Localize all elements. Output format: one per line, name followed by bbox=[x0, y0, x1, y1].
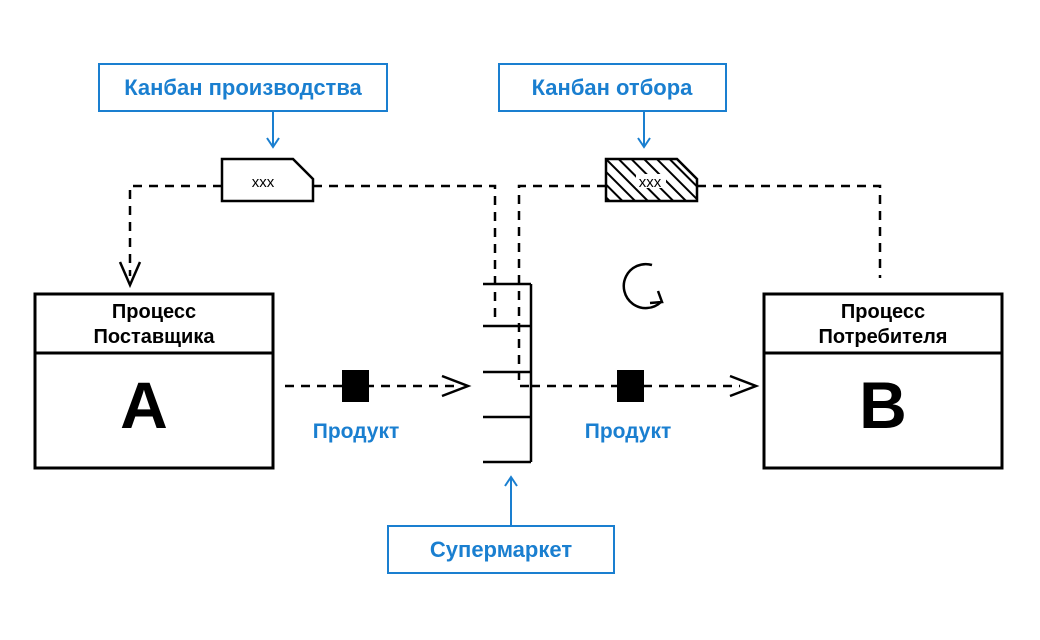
product-flow-left bbox=[285, 370, 472, 402]
supplier-letter: A bbox=[120, 368, 168, 442]
supplier-title-line2: Поставщика bbox=[94, 326, 216, 348]
production-kanban-text: Канбан производства bbox=[124, 75, 362, 100]
production-label-arrow bbox=[266, 112, 280, 149]
production-kanban-loop bbox=[128, 184, 497, 323]
cycle-icon bbox=[622, 262, 664, 310]
supplier-title-line1: Процесс bbox=[112, 301, 196, 323]
supermarket-label: Супермаркет bbox=[387, 525, 615, 574]
withdrawal-kanban-card: xxx bbox=[604, 157, 699, 203]
production-kanban-card: xxx bbox=[220, 157, 315, 203]
supermarket-shelf bbox=[483, 282, 533, 464]
product-flow-right bbox=[531, 370, 760, 402]
withdrawal-kanban-loop bbox=[517, 184, 882, 388]
consumer-title-line2: Потребителя bbox=[819, 326, 948, 348]
production-loop-arrowhead bbox=[118, 261, 142, 289]
product-square-right bbox=[617, 370, 644, 402]
consumer-letter: B bbox=[859, 368, 907, 442]
consumer-title-line1: Процесс bbox=[841, 301, 925, 323]
product-label-right: Продукт bbox=[585, 420, 672, 443]
withdrawal-label-arrow bbox=[637, 112, 651, 149]
consumer-process-box: Процесс Потребителя B bbox=[762, 292, 1004, 470]
withdrawal-card-text: xxx bbox=[639, 174, 662, 191]
supermarket-text: Супермаркет bbox=[430, 537, 572, 562]
withdrawal-kanban-label: Канбан отбора bbox=[498, 63, 727, 112]
production-card-text: xxx bbox=[252, 174, 275, 191]
product-square-left bbox=[342, 370, 369, 402]
production-kanban-label: Канбан производства bbox=[98, 63, 388, 112]
product-label-left: Продукт bbox=[313, 420, 400, 443]
withdrawal-kanban-text: Канбан отбора bbox=[532, 75, 694, 100]
supermarket-label-arrow bbox=[504, 475, 518, 526]
supplier-process-box: Процесс Поставщика A bbox=[33, 292, 275, 470]
